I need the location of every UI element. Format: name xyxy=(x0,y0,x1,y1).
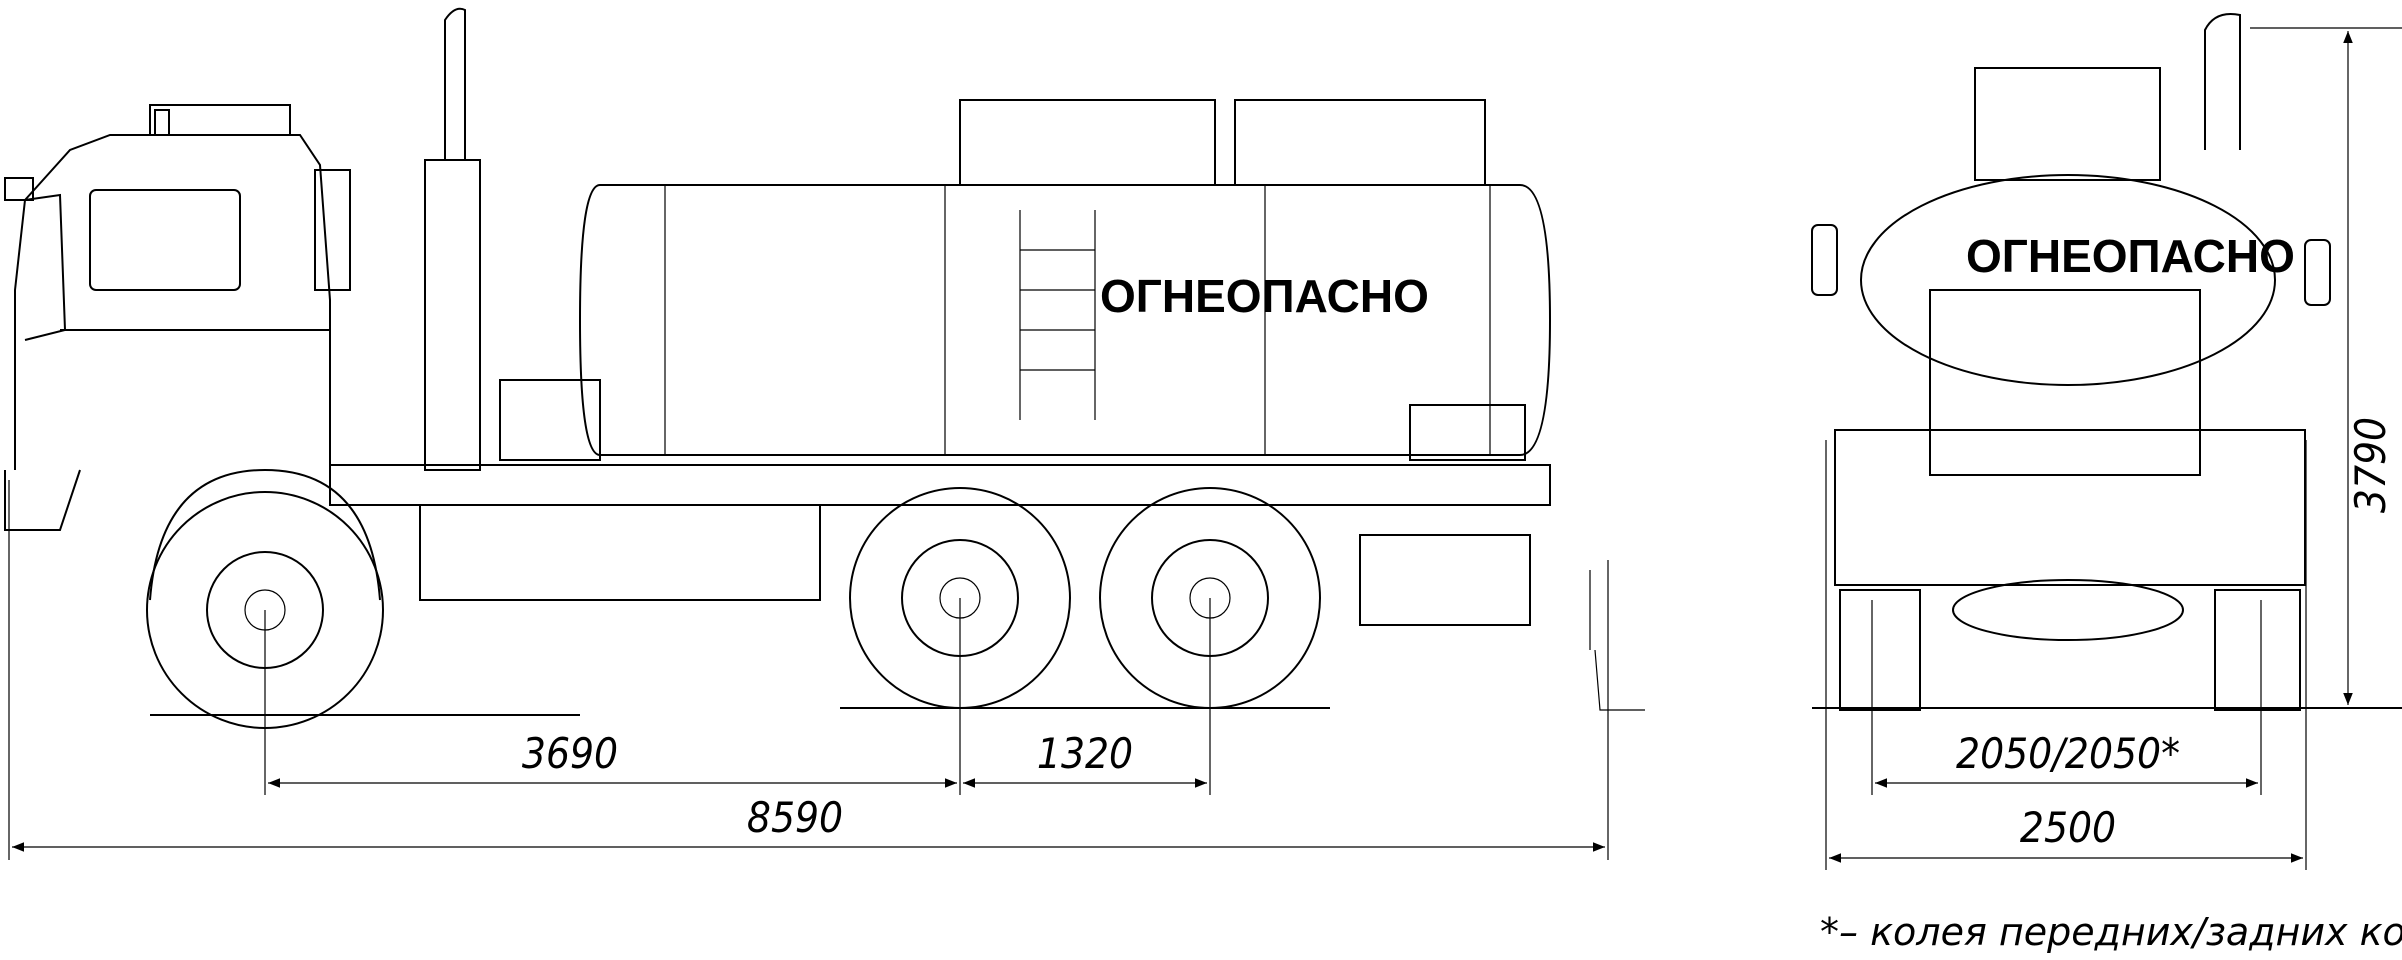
right-rear-wheel xyxy=(2214,589,2301,711)
exhaust-pipe xyxy=(444,7,466,160)
chassis-equipment xyxy=(419,504,821,601)
exhaust-bracket xyxy=(424,159,481,471)
side-view: ОГНЕОПАСНО 3690 1320 8590 xyxy=(4,7,1645,860)
rear-view: ОГНЕОПАСНО 2050/2050* 2500 3790 xyxy=(1811,13,2402,870)
tank-rear-ellipse xyxy=(1860,174,2276,386)
dimension-2500: 2500 xyxy=(2020,803,2116,852)
tank: ОГНЕОПАСНО xyxy=(499,99,1552,461)
warning-label-side: ОГНЕОПАСНО xyxy=(1100,270,1429,322)
hatch-box xyxy=(1974,67,2161,181)
rear-bumper xyxy=(1359,534,1531,626)
side-dimensions: 3690 1320 8590 xyxy=(8,480,1609,860)
chassis-frame xyxy=(329,464,1551,506)
dimension-1320: 1320 xyxy=(1037,729,1133,778)
dimension-3690: 3690 xyxy=(522,729,618,778)
rear-cabinet xyxy=(1929,289,2201,476)
exhaust-pipe-rear xyxy=(2204,13,2241,150)
footnote: *– колея передних/задних колес xyxy=(1820,910,2402,954)
left-rear-wheel xyxy=(1839,589,1921,711)
front-fender xyxy=(149,468,381,601)
cab xyxy=(4,104,351,531)
dimension-3790: 3790 xyxy=(2346,417,2395,513)
rear-frame xyxy=(1834,429,2306,586)
dimension-8590: 8590 xyxy=(747,793,843,842)
dimension-2050: 2050/2050* xyxy=(1956,729,2180,778)
rear-dimensions: 2050/2050* 2500 3790 xyxy=(1825,27,2402,870)
ground-chain xyxy=(1589,570,1645,711)
warning-label-rear: ОГНЕОПАСНО xyxy=(1966,230,2295,282)
